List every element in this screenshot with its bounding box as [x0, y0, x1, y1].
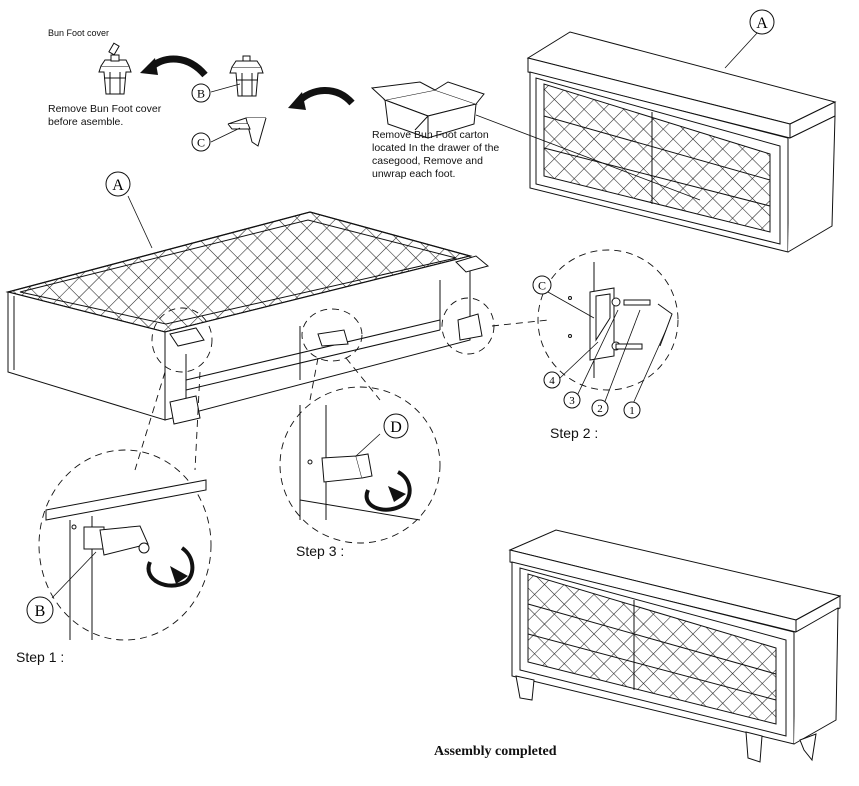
- callout-b-bottom-text: B: [35, 603, 46, 620]
- carton-line2: located In the drawer of the: [372, 142, 500, 154]
- leader-a-top: [724, 31, 759, 69]
- bun-foot-b: [229, 55, 264, 97]
- callout-a-bed-text: A: [112, 177, 124, 194]
- leader-c-top: [210, 127, 241, 143]
- curved-arrow-left-top: [147, 55, 208, 78]
- step1-detail: [45, 479, 207, 640]
- callout-b-top-text: B: [197, 87, 205, 101]
- callout-d-step3-text: D: [390, 419, 402, 436]
- remove-cover-line2: before asemble.: [48, 116, 124, 128]
- leader-b-bottom: [51, 551, 97, 599]
- casegood-body: [5, 211, 490, 425]
- callout-number-4-text: 4: [549, 375, 555, 387]
- assembly-completed-label: Assembly completed: [434, 744, 557, 759]
- carton-line3: casegood, Remove and: [372, 155, 483, 167]
- curved-arrow-left-middle: [295, 87, 355, 106]
- step2-leaders: [547, 291, 667, 407]
- callout-b-top: B: [191, 83, 211, 103]
- callout-number-2-text: 2: [597, 403, 603, 415]
- callout-b-bottom: B: [26, 596, 54, 624]
- bracket-c: [227, 117, 267, 147]
- callout-number-1-text: 1: [629, 405, 635, 417]
- callout-number-1: 1: [623, 401, 641, 419]
- leader-b-top: [210, 83, 241, 93]
- callout-d-step3: D: [383, 413, 409, 439]
- leader-d: [355, 433, 381, 457]
- callout-a-bed: A: [105, 171, 131, 197]
- callout-c-step2-text: C: [538, 279, 546, 293]
- leader-a-bed: [127, 195, 153, 249]
- remove-cover-line1: Remove Bun Foot cover: [48, 103, 162, 115]
- zoom-circles: [38, 249, 679, 641]
- rotate-arrow-step1: [146, 546, 195, 588]
- step2-label: Step 2 :: [550, 425, 599, 441]
- callout-a-top-right: A: [749, 9, 775, 35]
- foot-cover-cap: [108, 42, 120, 56]
- open-carton: [370, 81, 485, 139]
- dresser-completed: [508, 529, 842, 763]
- callout-c-step2: C: [532, 275, 552, 295]
- step2-detail: [568, 262, 673, 378]
- carton-line1: Remove Bun Foot carton: [372, 129, 489, 141]
- bun-foot-cover-label: Bun Foot cover: [48, 28, 110, 38]
- step3-label: Step 3 :: [296, 543, 345, 559]
- carton-line4: unwrap each foot.: [372, 168, 456, 180]
- callout-number-2: 2: [591, 399, 609, 417]
- callout-number-3-text: 3: [569, 395, 575, 407]
- callout-number-3: 3: [563, 391, 581, 409]
- dresser-top: [526, 31, 837, 253]
- leader-carton-to-drawer: [475, 114, 701, 201]
- bun-foot-cover-group: [98, 42, 132, 95]
- callout-number-4: 4: [543, 371, 561, 389]
- callout-c-top: C: [191, 132, 211, 152]
- step1-label: Step 1 :: [16, 649, 65, 665]
- rotate-arrow-step3: [364, 470, 412, 512]
- callout-c-top-text: C: [197, 136, 205, 150]
- bun-foot-with-cover: [98, 65, 132, 95]
- step3-detail: [299, 405, 421, 521]
- callout-a-top-right-text: A: [756, 15, 768, 32]
